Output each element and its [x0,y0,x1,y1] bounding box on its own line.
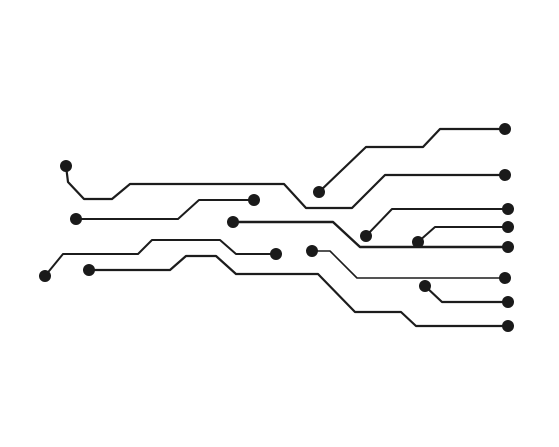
pad-group [39,123,514,332]
trace-pad-1 [60,160,72,172]
trace-line-8 [87,254,510,328]
trace-pad-15 [502,203,514,215]
trace-pad-11 [412,236,424,248]
trace-pad-9 [313,186,325,198]
trace-pad-14 [499,169,511,181]
trace-pad-13 [499,123,511,135]
trace-pad-4 [83,264,95,276]
trace-pad-10 [360,230,372,242]
trace-pad-8 [306,245,318,257]
trace-line-1 [64,164,507,210]
trace-pad-3 [39,270,51,282]
trace-line-5 [365,208,509,237]
trace-line-6 [417,226,509,243]
trace-line-2 [317,127,507,194]
trace-pad-18 [499,272,511,284]
trace-pad-7 [270,248,282,260]
trace-pad-5 [248,194,260,206]
trace-line-4 [231,220,510,249]
trace-pad-6 [227,216,239,228]
trace-pad-16 [502,221,514,233]
trace-line-9 [311,250,506,279]
trace-pad-12 [419,280,431,292]
trace-pad-20 [502,320,514,332]
trace-pad-17 [502,241,514,253]
trace-line-7 [44,239,277,277]
trace-line-3 [75,199,255,220]
trace-pad-2 [70,213,82,225]
trace-line-10 [423,284,510,304]
trace-group [44,127,510,328]
trace-pad-19 [502,296,514,308]
